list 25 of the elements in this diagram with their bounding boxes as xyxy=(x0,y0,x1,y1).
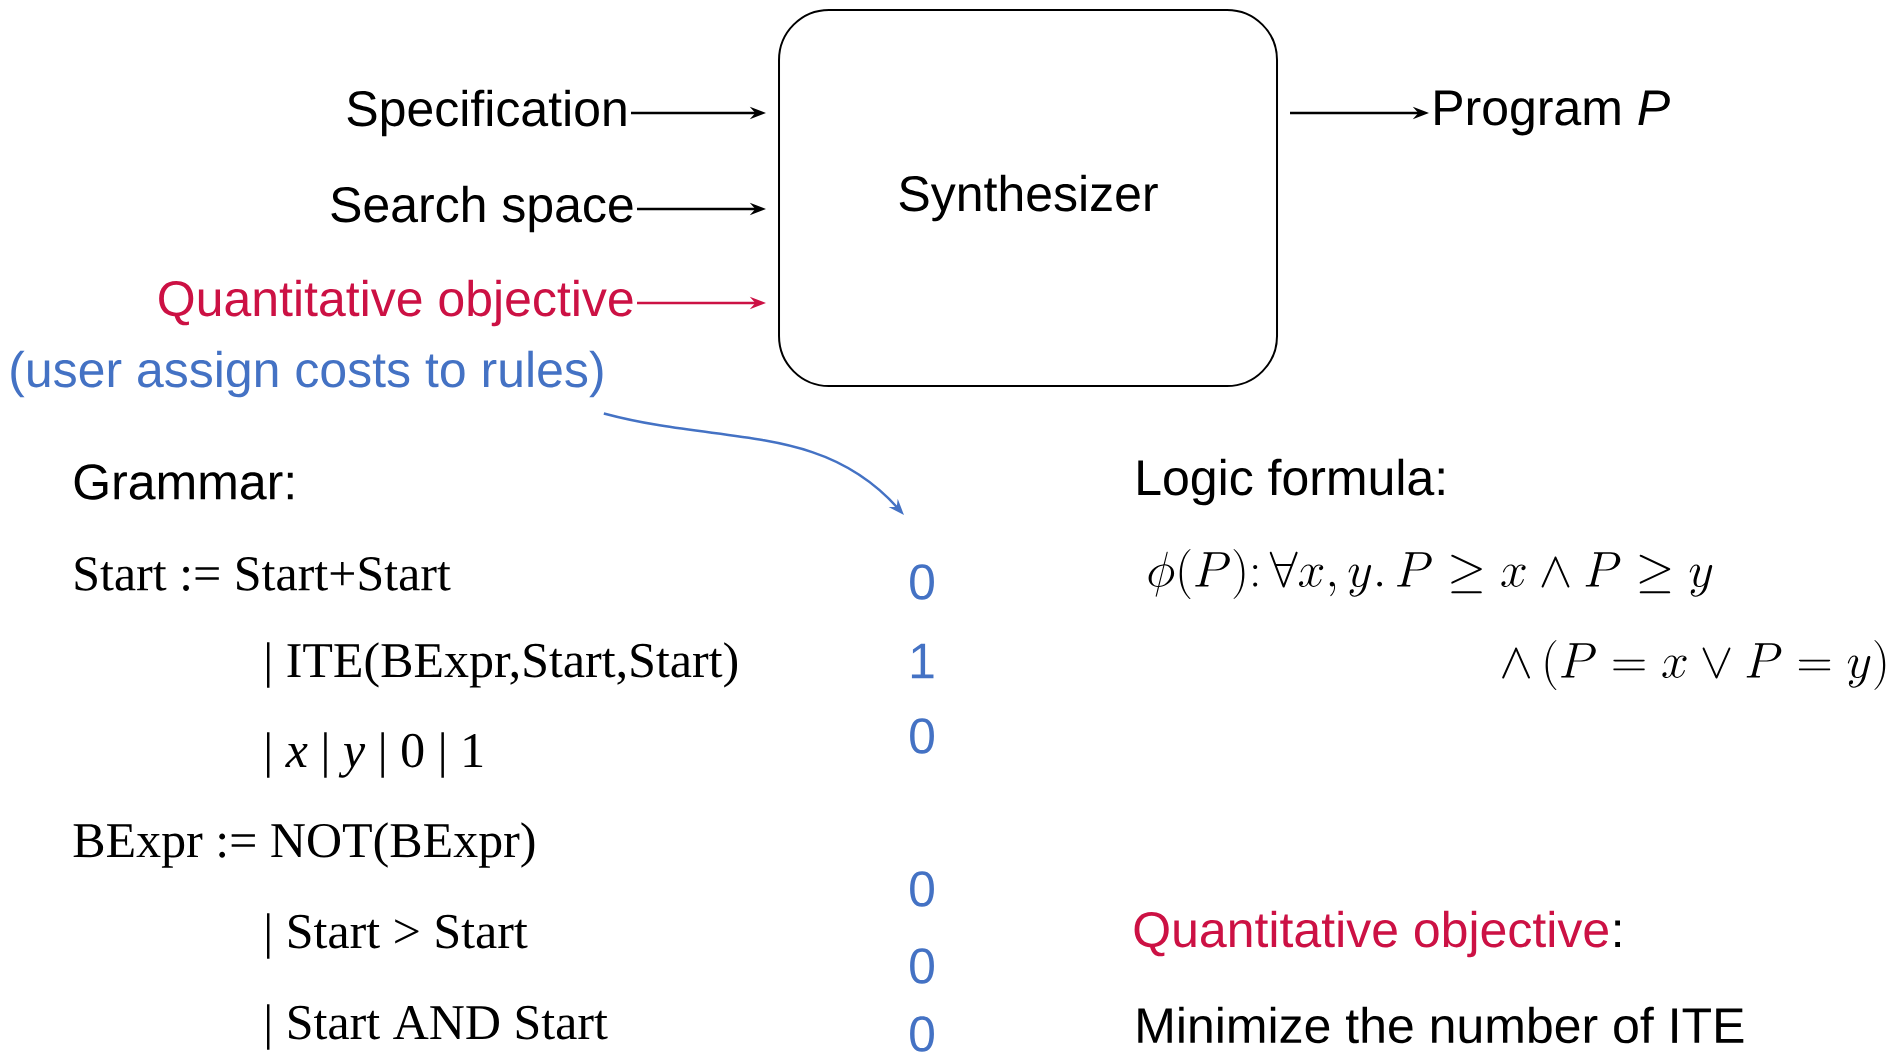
input-label: Specification xyxy=(347,89,626,137)
cost-value: 1 xyxy=(911,643,934,679)
heading: Quantitative objective xyxy=(1134,910,1608,958)
grammar-rule: Start := Start+Start xyxy=(75,557,451,591)
formula: $\land\,(P = x \lor P = y)$ xyxy=(1502,640,1886,690)
input-label: Quantitative objective xyxy=(159,279,633,327)
input-label: Search space xyxy=(331,185,633,233)
output-label: Program P xyxy=(1435,90,1670,136)
grammar-rule: | ITE(BExpr,Start,Start) xyxy=(267,642,737,688)
note: Minimize the number of ITE xyxy=(1138,1006,1744,1044)
formula: $\phi(P)\colon \forall x,y.\,P \geq x \land P \geq y$ xyxy=(1148,549,1713,599)
colon: : xyxy=(1615,920,1620,947)
cost-value: 0 xyxy=(910,1016,934,1052)
heading: Logic formula: xyxy=(1138,458,1444,506)
synthesizer-box: Synthesizer xyxy=(778,9,1278,387)
heading: Grammar: xyxy=(74,464,293,500)
cost-value: 0 xyxy=(910,718,934,754)
cost-value: 0 xyxy=(910,948,934,984)
grammar-rule: | Start AND Start xyxy=(267,1004,608,1050)
cost-value: 0 xyxy=(910,871,934,907)
cost-value: 0 xyxy=(910,564,934,600)
grammar-rule: | x | y | 0 | 1 xyxy=(267,732,483,778)
annotation-text: (user assign costs to rules) xyxy=(11,350,603,398)
grammar-rule: | Start > Start xyxy=(267,913,528,959)
grammar-rule: BExpr := NOT(BExpr) xyxy=(73,822,535,868)
